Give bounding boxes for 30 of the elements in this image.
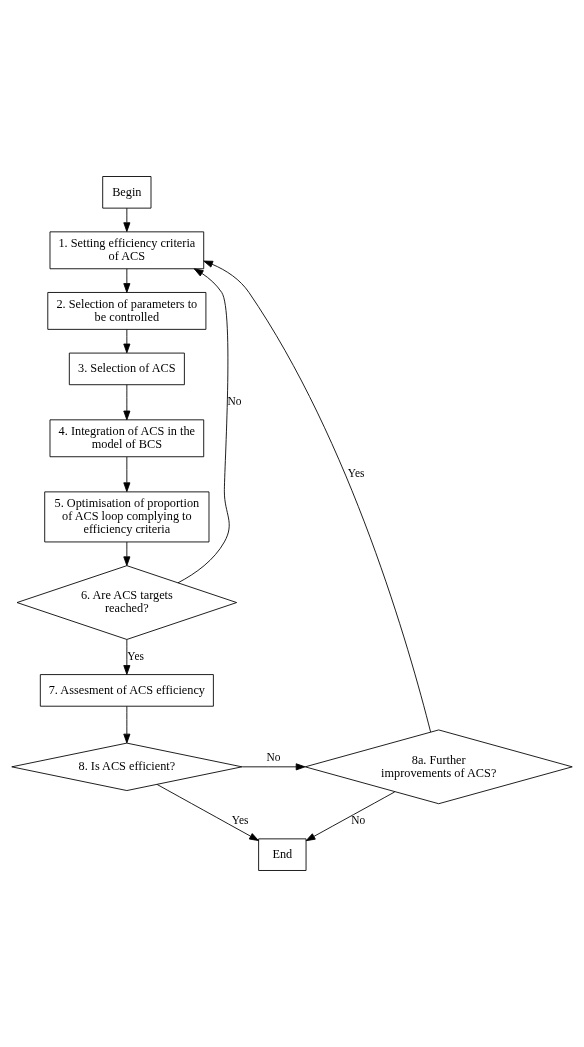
edge-label: Yes (127, 650, 144, 663)
node-box: 3. Selection of ACS (68, 352, 185, 386)
arrow (123, 639, 131, 675)
node-box: Begin (102, 176, 152, 209)
edge-label: Yes (347, 467, 365, 480)
arrow (123, 384, 131, 421)
node-diamond: 8a. Further improvements of ACS? (304, 729, 573, 805)
node-box: End (258, 838, 307, 871)
node-diamond: 6. Are ACS targets reached? (16, 565, 238, 640)
arrow (156, 784, 259, 841)
arrow (203, 260, 431, 733)
edge-label: No (351, 814, 366, 827)
arrow (123, 207, 131, 232)
arrow (123, 456, 131, 493)
node-box: 1. Setting efficiency criteria of ACS (49, 231, 205, 270)
node-box: 7. Assesment of ACS efficiency (39, 674, 214, 707)
node-box: 2. Selection of parameters to be controlled (47, 292, 207, 330)
arrow (123, 329, 131, 354)
arrow (241, 763, 306, 771)
edge-label: No (227, 395, 242, 408)
node-box: 5. Optimisation of proportion of ACS loop complying to efficiency criteria (44, 491, 210, 543)
node-box: 4. Integration of ACS in the model of BCS (49, 419, 205, 458)
arrow (177, 268, 230, 584)
edge-label: Yes (231, 814, 249, 827)
arrow (123, 705, 131, 744)
node-diamond: 8. Is ACS efficient? (11, 742, 243, 791)
arrow (305, 791, 396, 842)
arrow (123, 268, 131, 293)
arrow (123, 541, 131, 567)
edge-label: No (266, 751, 281, 764)
